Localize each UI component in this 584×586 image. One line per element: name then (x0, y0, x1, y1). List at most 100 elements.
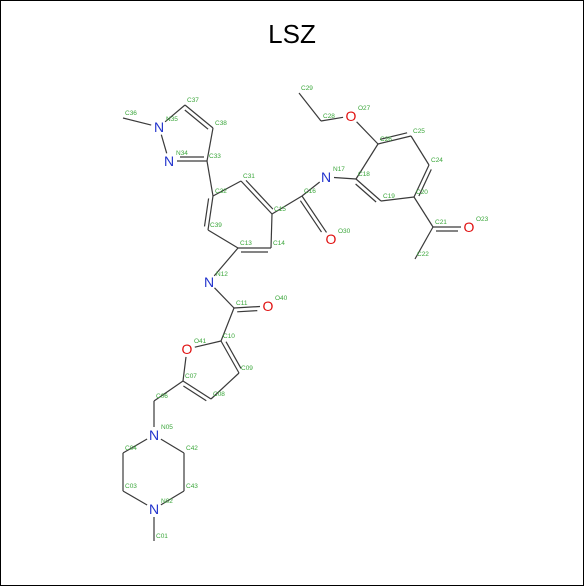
atom-label-O30: O30 (338, 228, 351, 235)
bond-C06-C07 (153, 380, 184, 402)
bond-N34-N35 (160, 134, 168, 154)
atom-label-C37: C37 (187, 97, 199, 104)
bond-C15-C31-second (245, 179, 274, 210)
atom-symbol-N17: N (321, 169, 331, 185)
bond-C39-C13 (207, 229, 239, 249)
bond-N05-C42 (160, 438, 185, 454)
bond-O41-C07 (182, 356, 187, 382)
atom-label-C31: C31 (243, 173, 255, 180)
atom-label-N35: N35 (166, 116, 178, 123)
bond-C16-O30-second (299, 200, 322, 233)
atom-symbol-N02: N (149, 501, 159, 517)
bond-C20-C21 (413, 196, 434, 228)
bond-C16-O30 (301, 195, 327, 233)
atom-label-O27: O27 (358, 105, 371, 112)
bond-C38-C33 (206, 127, 214, 162)
atom-label-C33: C33 (209, 153, 221, 160)
bond-C32-C39-second (203, 198, 210, 227)
atom-label-O40: O40 (275, 295, 288, 302)
bond-N35-C37 (164, 104, 186, 123)
atom-symbol-N34: N (164, 153, 174, 169)
atom-label-C36: C36 (125, 110, 137, 117)
atom-symbol-N35: N (154, 119, 164, 135)
atom-label-N02: N02 (161, 498, 173, 505)
bond-C31-C32 (212, 180, 242, 197)
atom-label-C01: C01 (156, 533, 168, 540)
atom-label-C21: C21 (435, 219, 447, 226)
atom-label-C14: C14 (273, 240, 285, 247)
bond-C16-N17 (301, 181, 321, 197)
atom-label-C39: C39 (210, 222, 222, 229)
atom-symbol-O27: O (346, 108, 357, 124)
bond-C26-C18 (355, 143, 379, 180)
atom-label-C29: C29 (301, 85, 313, 92)
atom-label-N34: N34 (176, 150, 188, 157)
atom-label-C11: C11 (236, 300, 248, 307)
bond-C15-C31 (240, 180, 273, 215)
bond-C19-C20 (380, 196, 415, 202)
atom-label-N05: N05 (161, 424, 173, 431)
molecule-title: LSZ (268, 19, 316, 49)
bond-C07-C08 (182, 380, 212, 400)
atom-label-O23: O23 (476, 216, 489, 223)
atom-symbol-N05: N (149, 427, 159, 443)
bond-C25-C26 (377, 135, 412, 145)
bond-C18-C19-second (355, 183, 377, 203)
bond-C37-C38-second (184, 109, 209, 130)
bond-C24-C25 (410, 135, 430, 166)
bond-C32-C39 (207, 195, 214, 231)
atom-label-C22: C22 (417, 251, 429, 258)
bond-O27-C28 (320, 116, 344, 122)
atom-label-C06: C06 (156, 393, 168, 400)
atom-label-C19: C19 (383, 193, 395, 200)
atom-label-C26: C26 (380, 136, 392, 143)
bond-N35-C36 (122, 117, 152, 126)
atom-label-C13: C13 (240, 240, 252, 247)
atom-label-C38: C38 (215, 120, 227, 127)
bond-C18-C19 (355, 178, 382, 202)
atom-label-C15: C15 (274, 206, 286, 213)
bond-N02-C03 (122, 490, 148, 506)
bond-C10-C11 (220, 307, 235, 342)
bond-C11-O40-second (237, 310, 258, 313)
atom-label-C20: C20 (416, 189, 428, 196)
atom-symbol-O40: O (263, 298, 274, 314)
atom-symbol-N12: N (204, 274, 214, 290)
atom-symbol-O30: O (326, 231, 337, 247)
bond-C11-N12 (214, 287, 235, 309)
atom-label-C09: C09 (241, 365, 253, 372)
bond-layer (122, 92, 461, 541)
atom-label-C24: C24 (431, 157, 443, 164)
atom-symbol-O41: O (182, 341, 193, 357)
bond-C10-O41 (194, 340, 222, 348)
bond-C20-C24-second (418, 169, 432, 197)
bond-C07-C08-second (183, 385, 207, 402)
bond-C11-O40 (233, 305, 261, 309)
atom-label-C28: C28 (323, 113, 335, 120)
bond-C20-C24 (413, 164, 430, 198)
atom-label-C08: C08 (213, 391, 225, 398)
atom-label-C07: C07 (185, 373, 197, 380)
atom-label-O41: O41 (194, 338, 207, 345)
bond-C08-C09 (210, 372, 240, 400)
bond-C32-C33 (206, 160, 214, 197)
atom-label-C16: C16 (304, 188, 316, 195)
bond-C26-O27 (356, 121, 379, 145)
bond-N17-C18 (333, 176, 357, 180)
atom-label-C43: C43 (186, 483, 198, 490)
bond-C37-C38 (184, 104, 214, 129)
atom-label-C32: C32 (215, 188, 227, 195)
atom-label-N17: N17 (333, 166, 345, 173)
atom-label-C18: C18 (358, 171, 370, 178)
bond-N12-C13 (213, 247, 239, 277)
bond-C09-C10-second (225, 341, 242, 369)
atom-label-C03: C03 (125, 483, 137, 490)
bond-C15-C16 (271, 195, 303, 215)
bond-C14-C15 (270, 213, 273, 249)
atom-label-C04: C04 (125, 445, 137, 452)
bond-C21-C22 (414, 226, 434, 260)
bond-C28-C29 (298, 92, 322, 122)
